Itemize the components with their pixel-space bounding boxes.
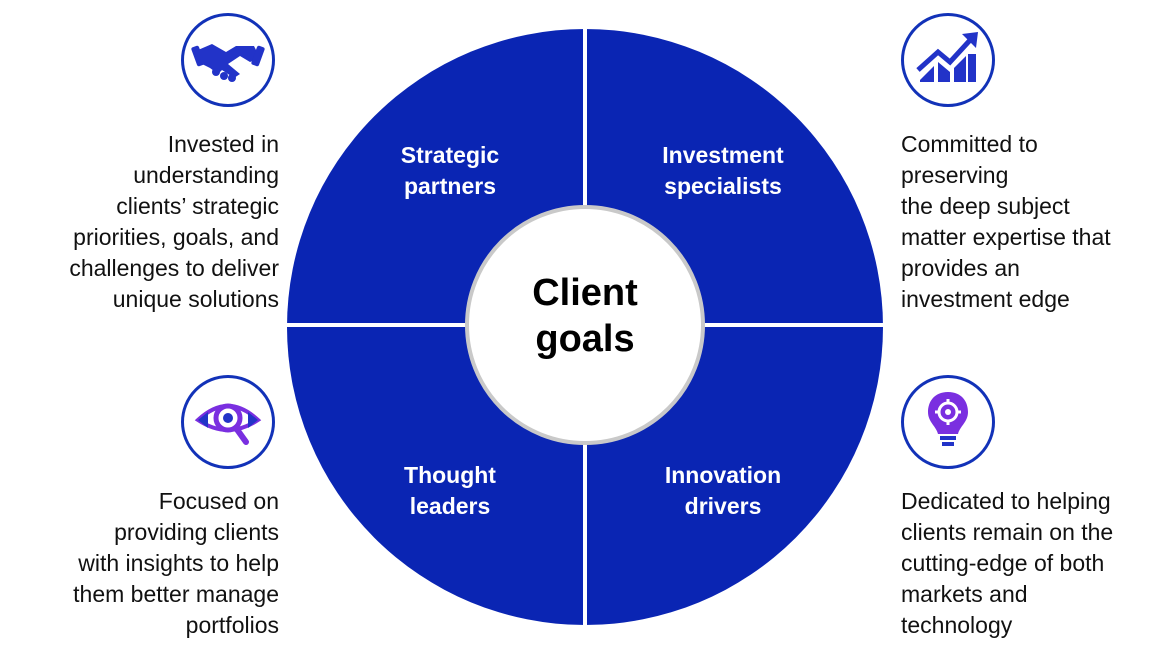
lightbulb-gear-icon bbox=[901, 375, 995, 469]
quadrant-thought-leaders: Thought leaders bbox=[404, 462, 496, 519]
handshake-icon bbox=[181, 13, 275, 107]
strategic-partners-description: Invested in understanding clients’ strat… bbox=[69, 131, 279, 312]
quadrant-innovation-drivers: Innovation drivers bbox=[664, 462, 782, 519]
quadrant-investment-specialists: Investment specialists bbox=[662, 142, 784, 199]
center-circle bbox=[465, 205, 705, 445]
eye-magnifier-icon bbox=[181, 375, 275, 469]
investment-specialists-description: Committed to preserving the deep subject… bbox=[901, 131, 1111, 312]
quadrant-strategic-partners: Strategic partners bbox=[400, 142, 500, 199]
innovation-drivers-description: Dedicated to helping clients remain on t… bbox=[901, 488, 1114, 638]
thought-leaders-description: Focused on providing clients with insigh… bbox=[73, 488, 279, 638]
growth-chart-icon bbox=[901, 13, 995, 107]
center-label: Client goals bbox=[532, 272, 638, 360]
